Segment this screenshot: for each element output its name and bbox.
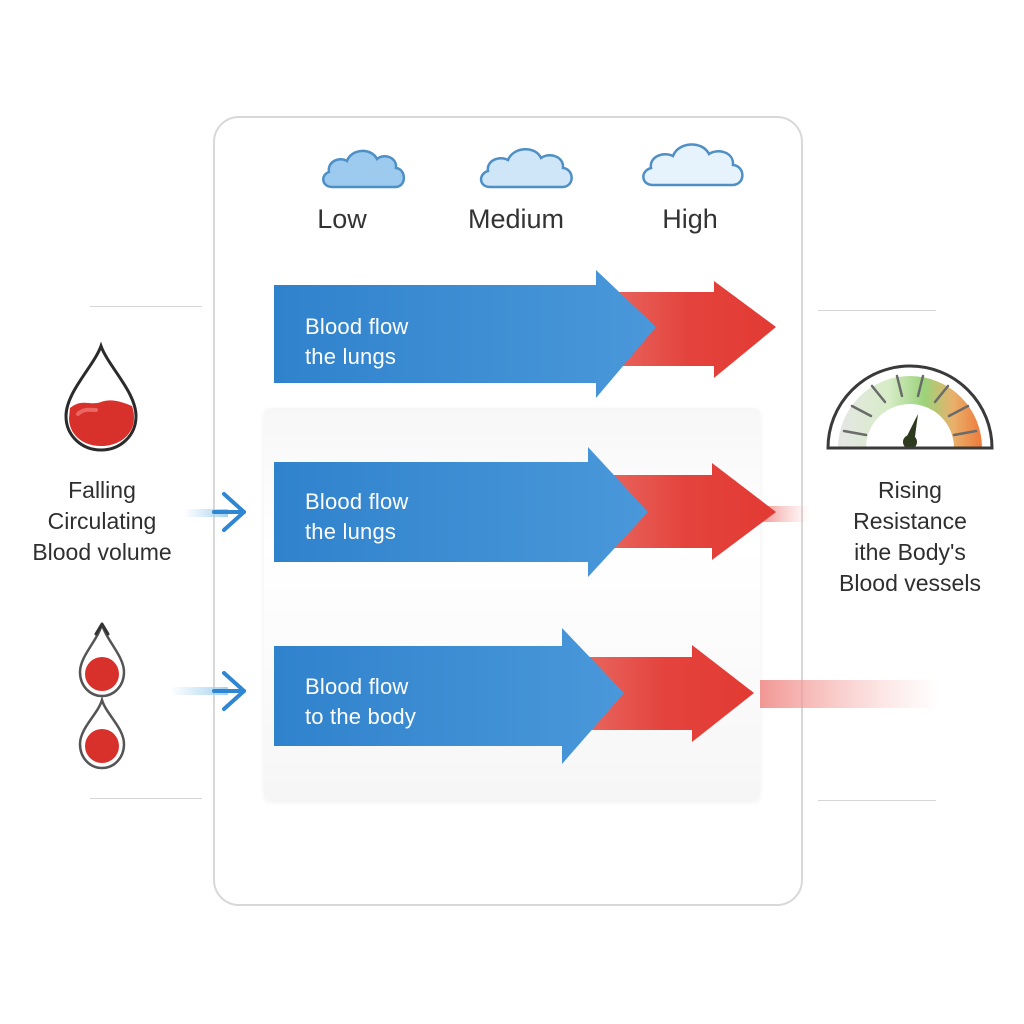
arrow-label-line: to the body xyxy=(305,704,417,729)
blood-drop-icon xyxy=(78,696,126,770)
cloud-icon xyxy=(479,148,573,189)
red-fade-trail xyxy=(762,506,810,522)
level-label-medium: Medium xyxy=(467,204,565,234)
chevron-right-arrow-icon xyxy=(170,671,246,711)
blue-arrow-segment xyxy=(274,628,624,764)
divider-line xyxy=(818,800,936,801)
blood-drop-icon xyxy=(78,622,126,698)
right-label-line: Blood vessels xyxy=(839,570,981,596)
right-label: Rising Resistance ithe Body's Blood vess… xyxy=(820,475,1000,599)
cloud-icon xyxy=(322,149,406,189)
arrow-label-line: the lungs xyxy=(305,344,397,369)
cloud-icon xyxy=(642,143,744,187)
chevron-right-arrow-icon xyxy=(184,492,246,532)
arrow-label-2: Blood flow the lungs xyxy=(305,487,409,547)
pressure-gauge-icon xyxy=(826,364,994,450)
flow-arrow-1 xyxy=(274,270,776,398)
arrow-label-line: the lungs xyxy=(305,519,397,544)
level-label-high: High xyxy=(662,204,718,234)
divider-line xyxy=(90,798,202,799)
red-arrow-segment xyxy=(594,463,776,560)
arrow-label-line: Blood flow xyxy=(305,674,409,699)
arrow-label-line: Blood flow xyxy=(305,489,409,514)
left-label-line: Blood volume xyxy=(32,539,172,565)
flow-arrow-2 xyxy=(274,447,810,577)
divider-line xyxy=(90,306,202,307)
divider-line xyxy=(818,310,936,311)
blue-arrow-segment xyxy=(274,447,648,577)
arrow-label-3: Blood flow to the body xyxy=(305,672,416,732)
left-label-line: Circulating xyxy=(47,508,157,534)
left-label-line: Falling xyxy=(68,477,136,503)
left-label: Falling Circulating Blood volume xyxy=(12,475,192,568)
right-label-line: Rising xyxy=(878,477,942,503)
level-label-low: Low xyxy=(317,204,367,234)
blood-drop-icon xyxy=(64,341,138,452)
flow-arrow-3 xyxy=(274,628,940,764)
right-label-line: Resistance xyxy=(853,508,967,534)
red-arrow-segment xyxy=(600,281,776,378)
arrow-label-line: Blood flow xyxy=(305,314,409,339)
red-fade-trail xyxy=(760,680,940,708)
arrow-label-1: Blood flow the lungs xyxy=(305,312,409,372)
right-label-line: ithe Body's xyxy=(854,539,966,565)
blue-arrow-segment xyxy=(274,270,656,398)
red-arrow-segment xyxy=(576,645,754,742)
